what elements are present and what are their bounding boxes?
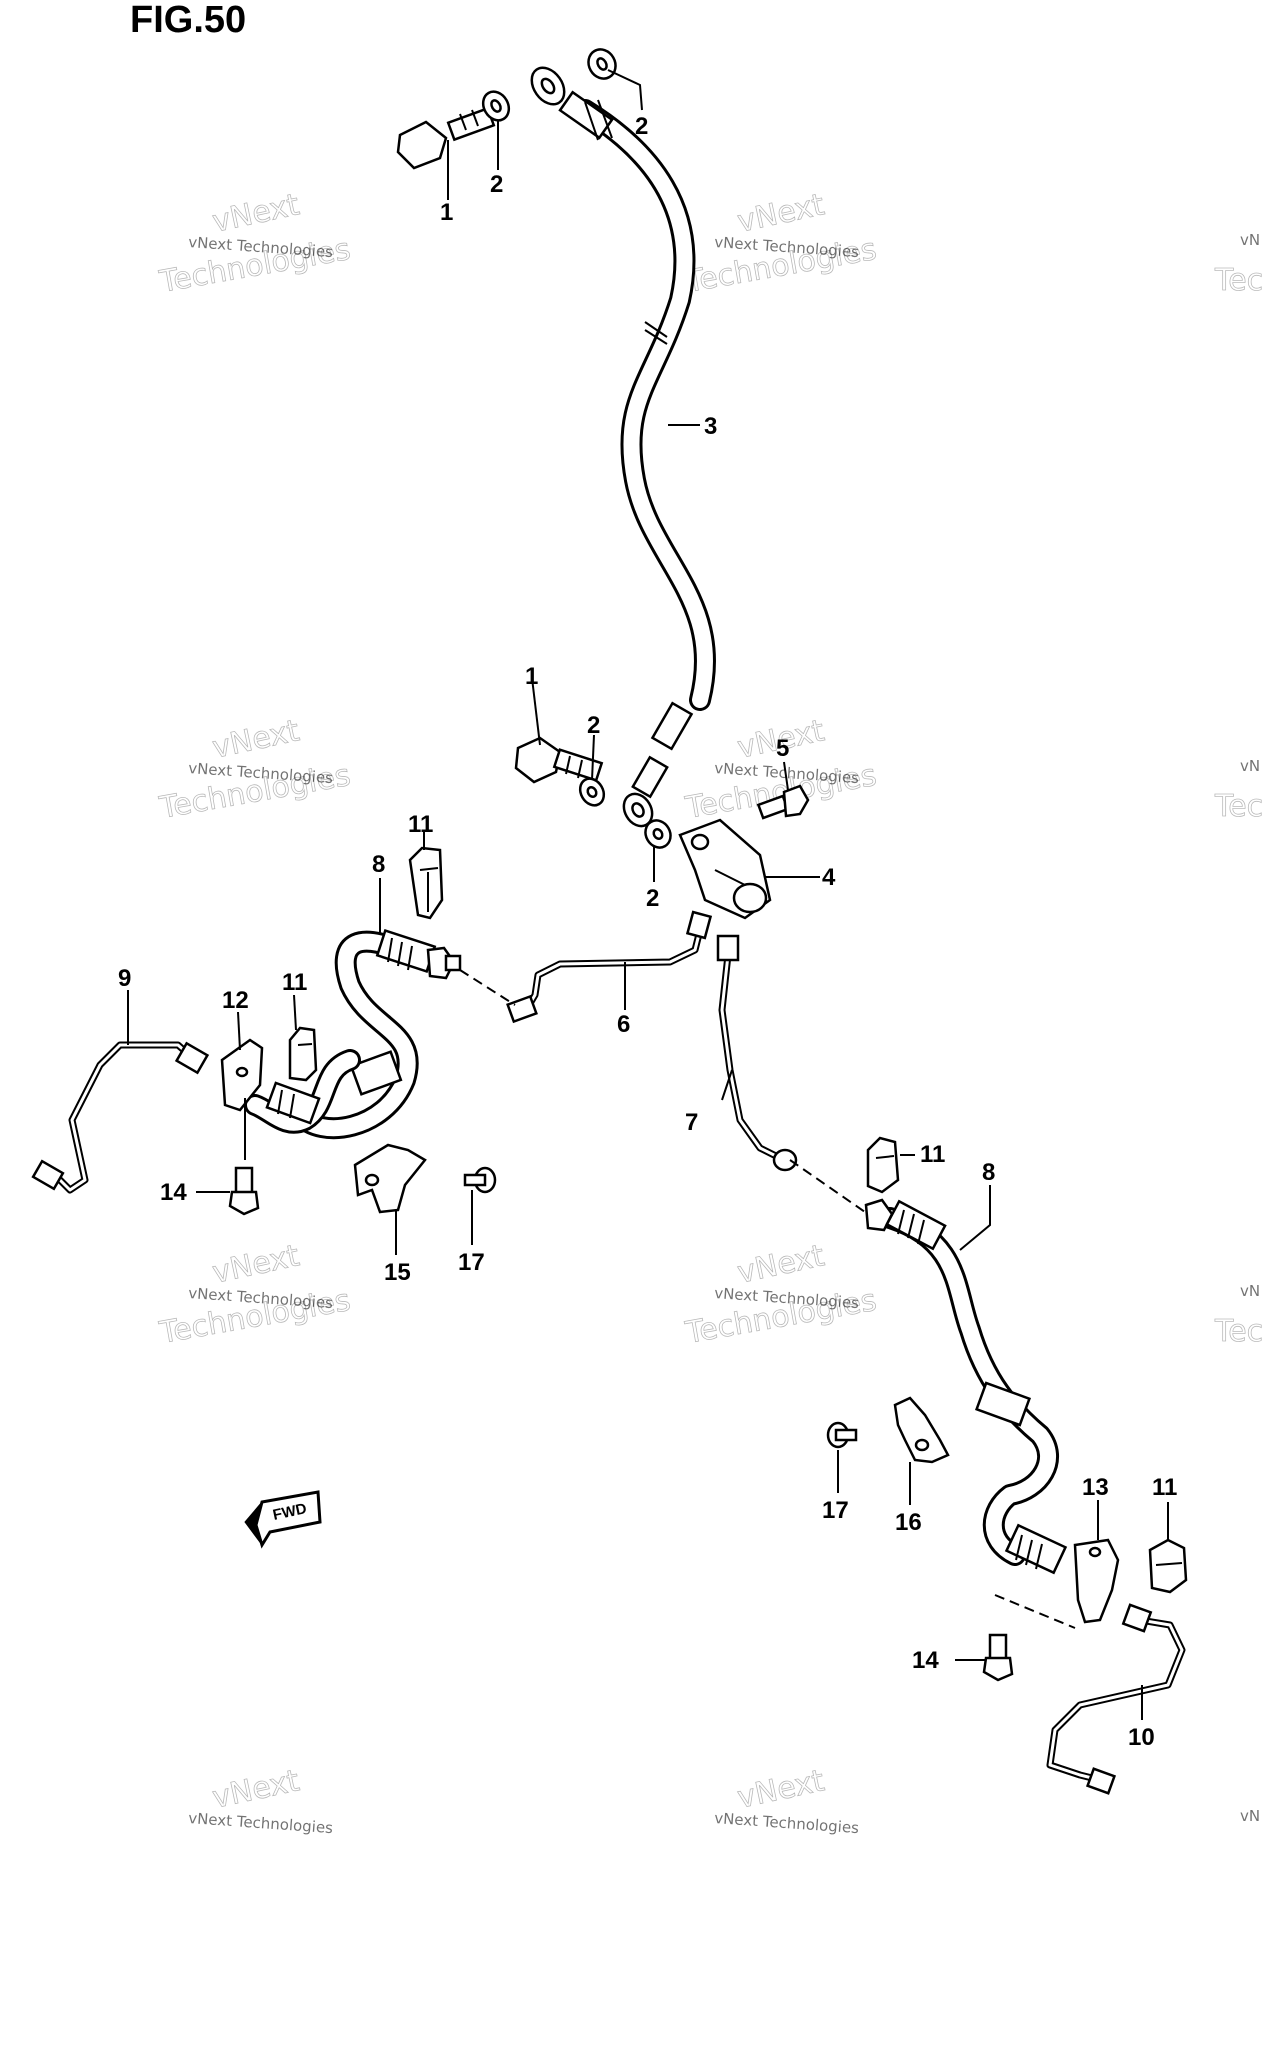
callout-17: 17 [822,1497,849,1524]
watermark-top: vNext [734,1763,827,1816]
callout-1: 1 [525,663,538,690]
forward-direction-arrow: FWD [244,1490,322,1549]
brake-hose-8-left [289,929,462,1140]
callout-2: 2 [635,113,648,140]
callout-3: 3 [704,413,717,440]
clip-11 [408,846,444,920]
callout-9: 9 [118,965,131,992]
callout-2: 2 [646,885,659,912]
brake-pipe-7 [716,934,798,1172]
callout-14: 14 [912,1647,939,1674]
callout-6: 6 [617,1011,630,1038]
brake-pipe-6 [506,910,713,1024]
watermark-tile: vNext vNext Technologies Technologies [682,187,880,301]
watermark-top: vNext [209,1238,302,1291]
watermark-edge: Tec [1214,263,1263,298]
callout-8: 8 [372,851,385,878]
callout-2: 2 [490,171,503,198]
watermark-top: vNext [209,187,302,240]
bracket-16 [893,1396,950,1464]
callout-11: 11 [920,1141,945,1168]
callout-4: 4 [822,864,836,891]
callout-13: 13 [1082,1474,1109,1501]
bracket-12 [220,1038,264,1112]
watermark-tile: vNext vNext Technologies Technologies [156,713,354,827]
watermark-text: vNext Technologies [188,1809,334,1837]
callout-8: 8 [982,1159,995,1186]
watermark-top: vNext [209,713,302,766]
clip-11 [866,1136,900,1194]
watermark-edge: Tec [1214,789,1263,824]
watermark-top: vNext [734,1238,827,1291]
bolt-5 [756,784,810,820]
watermark-edge: Tec [1214,1314,1263,1349]
callout-16: 16 [895,1509,922,1536]
brake-hose-8-right [864,1198,1068,1575]
brake-joint-4 [678,818,772,920]
assembly-guide-lines [459,969,1076,1629]
watermark-text: vNext Technologies [714,1809,860,1837]
brake-hose-upper [530,66,716,828]
watermark-tile: vNext vNext Technologies [714,1763,860,1837]
clip-11 [1148,1538,1188,1594]
watermark-tile: vNext vNext Technologies Technologies [156,187,354,301]
brake-pipe-9 [31,1041,210,1194]
callouts: 1 2 2 3 1 2 2 5 4 11 8 9 12 11 6 7 14 15… [118,113,1177,1751]
brake-hose-8-left-lower [244,1049,361,1134]
brake-pipe-10 [1046,1603,1186,1795]
callout-11: 11 [408,811,433,838]
watermark-edge: vN [1240,1807,1260,1825]
callout-1: 1 [440,199,453,226]
bracket-13 [1073,1538,1120,1624]
watermark-top: vNext [209,1763,302,1816]
watermark-tile: vNext vNext Technologies Technologies [682,1238,880,1352]
callout-11: 11 [282,969,307,996]
callout-7: 7 [685,1109,698,1136]
bracket-15 [353,1143,427,1214]
callout-5: 5 [776,735,789,762]
callout-17: 17 [458,1249,485,1276]
watermark-edge: vN [1240,1282,1260,1300]
watermark-tile: vNext vNext Technologies Technologies [156,1238,354,1352]
figure-title: FIG.50 [130,0,246,41]
callout-11: 11 [1152,1474,1177,1501]
callout-10: 10 [1128,1724,1155,1751]
bolt-14 [228,1166,260,1216]
watermark-top: vNext [734,187,827,240]
union-bolt-lower [514,736,604,784]
callout-15: 15 [384,1259,411,1286]
screw-17 [826,1421,858,1449]
bolt-14 [982,1633,1014,1682]
watermark-edge: vN [1240,757,1260,775]
callout-2: 2 [587,712,600,739]
callout-14: 14 [160,1179,187,1206]
screw-17 [463,1166,497,1194]
callout-12: 12 [222,987,249,1014]
fwd-label: FWD [271,1500,308,1524]
watermark-tile: vNext vNext Technologies [188,1763,334,1837]
watermark-edge: vN [1240,231,1260,249]
union-bolt-upper [396,106,496,170]
clip-11 [288,1026,318,1082]
leader-lines [127,69,1169,1720]
